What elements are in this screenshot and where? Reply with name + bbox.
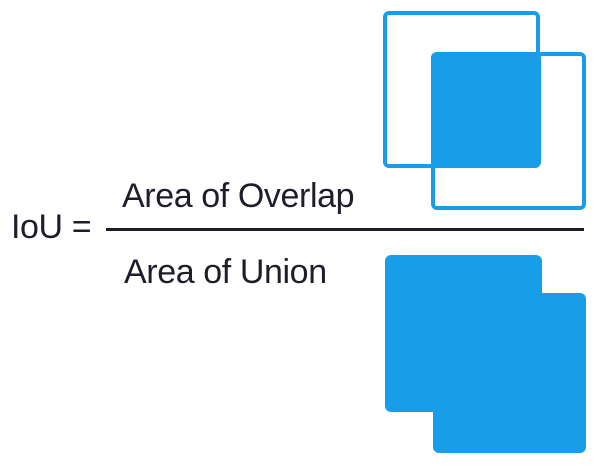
denominator-label: Area of Union bbox=[124, 253, 327, 291]
union-box-b-fill bbox=[433, 293, 586, 453]
numerator-label: Area of Overlap bbox=[122, 177, 355, 215]
fraction-bar bbox=[106, 228, 584, 231]
iou-equals-label: IoU = bbox=[11, 208, 92, 246]
intersection-region-fill bbox=[431, 52, 541, 168]
